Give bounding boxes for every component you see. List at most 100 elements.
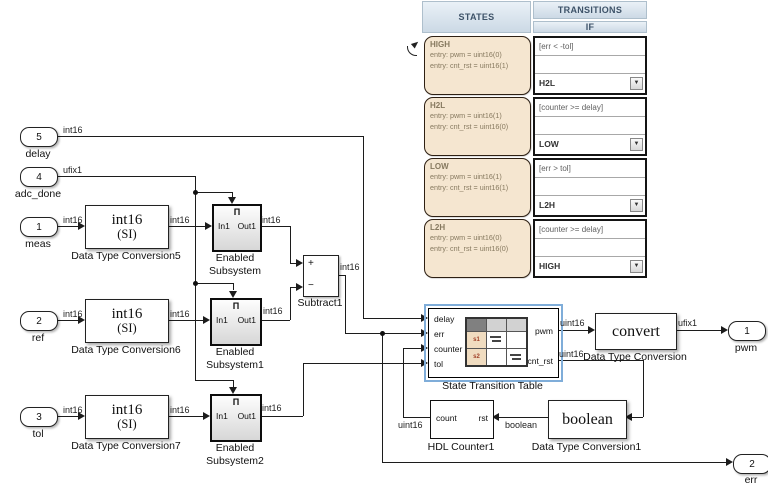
- transition-condition-cell[interactable]: [counter >= delay]: [535, 99, 645, 117]
- wire-sub-plus-h[interactable]: [290, 263, 296, 264]
- wire-adc-v2[interactable]: [195, 192, 196, 284]
- inport-tol[interactable]: 3: [20, 407, 58, 427]
- wire-sub-minus-h[interactable]: [290, 287, 296, 288]
- wire-es2-out-v[interactable]: [303, 363, 304, 416]
- arrowhead: [588, 326, 595, 334]
- transition-next-state-dropdown[interactable]: L2H ▼: [535, 196, 645, 215]
- wire-err-bottom[interactable]: [382, 462, 726, 463]
- signal-type-dtc7-out: int16: [170, 405, 190, 415]
- wire-convert-out[interactable]: [675, 330, 721, 331]
- block-subtract1[interactable]: + −: [303, 255, 339, 297]
- wire-sub-out-v[interactable]: [345, 275, 346, 334]
- block-data-type-conversion6[interactable]: int16 (SI): [85, 299, 169, 343]
- transition-empty-cell[interactable]: [535, 178, 645, 196]
- wire-enable2-h[interactable]: [195, 283, 234, 284]
- wire-es1-out-v[interactable]: [290, 287, 291, 320]
- wire-es1-out-h[interactable]: [261, 320, 290, 321]
- wire-enable3-v[interactable]: [233, 380, 234, 388]
- arrowhead: [228, 197, 236, 204]
- es-in1-label: In1: [218, 221, 230, 231]
- wire-delay-h[interactable]: [58, 136, 364, 137]
- block-data-type-conversion[interactable]: convert: [595, 313, 677, 350]
- transition-condition-cell[interactable]: [counter >= delay]: [535, 221, 645, 239]
- wire-enable1-h[interactable]: [195, 192, 233, 193]
- wire-dtc6-out[interactable]: [167, 320, 203, 321]
- wire-counter-v[interactable]: [403, 348, 404, 417]
- block-data-type-conversion1[interactable]: boolean: [548, 400, 627, 439]
- arrowhead: [296, 283, 303, 291]
- wire-bool-out[interactable]: [499, 417, 548, 418]
- next-state-value: HIGH: [539, 261, 561, 271]
- transition-condition-cell[interactable]: [err > tol]: [535, 160, 645, 178]
- inport-ref[interactable]: 2: [20, 311, 58, 331]
- wire-delay-h2[interactable]: [363, 318, 421, 319]
- dropdown-arrow-icon[interactable]: ▼: [630, 77, 643, 90]
- wire-pwm-h[interactable]: [557, 330, 588, 331]
- wire-tol-stt[interactable]: [303, 363, 421, 364]
- inport-delay[interactable]: 5: [20, 127, 58, 147]
- enable-port-icon: Π: [233, 207, 241, 217]
- arrowhead: [296, 259, 303, 267]
- state-entry: entry: cnt_rst = uint16(0): [430, 121, 509, 131]
- wire-dtc7-out[interactable]: [167, 416, 203, 417]
- wire-adc-h[interactable]: [58, 176, 196, 177]
- transition-empty-cell[interactable]: [535, 239, 645, 257]
- es2-out1-label: Out1: [237, 411, 256, 421]
- arrowhead: [78, 222, 85, 230]
- dtc5-label: Data Type Conversion5: [71, 250, 181, 262]
- wire-err-down[interactable]: [382, 333, 383, 462]
- state-entry: entry: pwm = uint16(0): [430, 50, 502, 60]
- outport-err[interactable]: 2: [733, 454, 768, 474]
- wire-ref[interactable]: [56, 320, 78, 321]
- wire-dtc5-out[interactable]: [167, 226, 205, 227]
- wire-cntrst-h[interactable]: [557, 360, 643, 361]
- arrowhead: [421, 314, 428, 322]
- inport-adc-done[interactable]: 4: [20, 167, 58, 187]
- wire-enable1-v[interactable]: [232, 192, 233, 199]
- transition-next-state-dropdown[interactable]: HIGH ▼: [535, 257, 645, 276]
- wire-meas[interactable]: [56, 226, 78, 227]
- block-enabled-subsystem2[interactable]: Π In1 Out1: [210, 394, 262, 442]
- wire-cntrst-v[interactable]: [643, 360, 644, 417]
- block-data-type-conversion7[interactable]: int16 (SI): [85, 395, 169, 439]
- wire-tol[interactable]: [56, 416, 78, 417]
- dropdown-arrow-icon[interactable]: ▼: [630, 138, 643, 151]
- wire-es-out-h[interactable]: [258, 226, 290, 227]
- wire-counter-h[interactable]: [403, 348, 421, 349]
- wire-es2-out-h[interactable]: [260, 416, 303, 417]
- state-cell-low[interactable]: LOW entry: pwm = uint16(1) entry: cnt_rs…: [424, 158, 531, 217]
- signal-type-dtc6-out: int16: [170, 309, 190, 319]
- block-enabled-subsystem1[interactable]: Π In1 Out1: [210, 298, 262, 346]
- block-data-type-conversion5[interactable]: int16 (SI): [85, 205, 169, 249]
- transition-next-state-dropdown[interactable]: LOW ▼: [535, 135, 645, 154]
- state-cell-h2l[interactable]: H2L entry: pwm = uint16(1) entry: cnt_rs…: [424, 97, 531, 156]
- wire-count-h[interactable]: [403, 417, 430, 418]
- state-cell-l2h[interactable]: L2H entry: pwm = uint16(0) entry: cnt_rs…: [424, 219, 531, 278]
- wire-adc-v1[interactable]: [195, 176, 196, 193]
- wire-sub-out-h[interactable]: [337, 275, 345, 276]
- wire-enable2-v[interactable]: [233, 283, 234, 290]
- transition-empty-cell[interactable]: [535, 117, 645, 135]
- state-cell-high[interactable]: HIGH entry: pwm = uint16(0) entry: cnt_r…: [424, 36, 531, 95]
- transition-group-high: [err < -tol] H2L ▼: [533, 36, 647, 95]
- wire-adc-v3[interactable]: [195, 283, 196, 381]
- state-entry: entry: cnt_rst = uint16(1): [430, 182, 509, 192]
- block-state-transition-table[interactable]: delay err counter tol pwm cnt_rst s1 s2: [424, 304, 563, 382]
- dropdown-arrow-icon[interactable]: ▼: [630, 199, 643, 212]
- transition-condition-cell[interactable]: [err < -tol]: [535, 38, 645, 56]
- wire-cntrst-h2[interactable]: [632, 417, 643, 418]
- transition-empty-cell[interactable]: [535, 56, 645, 74]
- inport-tol-number: 3: [36, 411, 42, 423]
- wire-delay-v[interactable]: [363, 136, 364, 319]
- wire-es-out-v[interactable]: [290, 226, 291, 263]
- wire-enable3-h[interactable]: [195, 380, 234, 381]
- inport-meas[interactable]: 1: [20, 217, 58, 237]
- stt-label: State Transition Table: [442, 380, 543, 392]
- stt-out-cnt-rst: cnt_rst: [527, 356, 553, 366]
- outport-pwm[interactable]: 1: [728, 321, 766, 341]
- dropdown-arrow-icon[interactable]: ▼: [630, 260, 643, 273]
- transition-next-state-dropdown[interactable]: H2L ▼: [535, 74, 645, 93]
- block-hdl-counter1[interactable]: count rst: [430, 400, 494, 439]
- block-enabled-subsystem[interactable]: Π In1 Out1: [212, 204, 262, 252]
- hdl-count-label: count: [436, 413, 457, 423]
